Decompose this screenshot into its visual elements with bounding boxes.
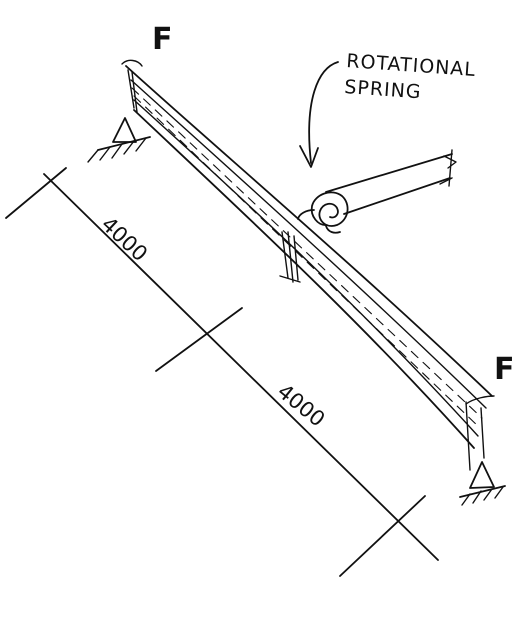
midspan-stiffener — [279, 231, 301, 283]
beam — [121, 59, 495, 471]
left-pin-support — [87, 117, 151, 163]
dimension-line — [5, 167, 439, 577]
spring-support-beam — [325, 149, 457, 215]
right-pin-support — [459, 461, 506, 506]
dimension-left-label: 4000 — [97, 212, 152, 266]
right-force-label: F — [494, 352, 515, 387]
left-force-label: F — [152, 22, 173, 57]
annotation-line-2: SPRING — [344, 76, 423, 103]
rotational-spring — [297, 191, 349, 234]
annotation-line-1: ROTATIONAL — [346, 50, 477, 81]
annotation-arrow — [299, 61, 339, 168]
